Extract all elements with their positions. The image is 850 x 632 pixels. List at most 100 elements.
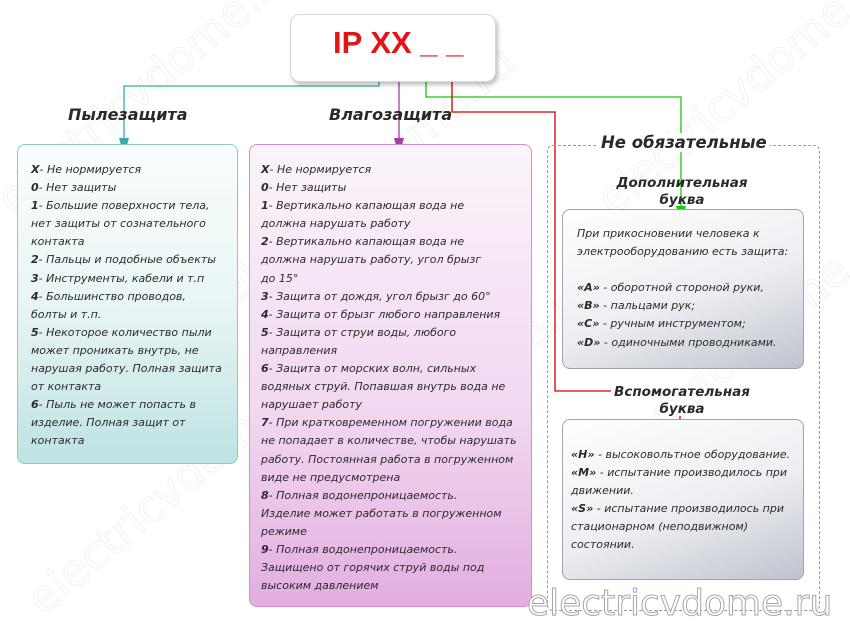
item-code: 0	[31, 181, 39, 195]
item-text-continued: болты и т.п.	[31, 307, 102, 321]
list-item: 5- Защита от струи воды, любого	[261, 324, 517, 342]
list-item: «D» - одиночными проводниками.	[577, 334, 788, 352]
list-item: 6- Защита от морских волн, сильных	[261, 360, 517, 378]
item-code: X	[261, 163, 270, 176]
item-code: 6	[31, 398, 39, 412]
list-item: «S» - испытание производилось при	[571, 500, 790, 518]
auxiliary-connector	[451, 66, 611, 392]
item-text-continued: Изделие может работать в погруженном	[261, 506, 502, 520]
item-text: - испытание производилось при	[596, 466, 788, 480]
item-code: «A»	[577, 281, 600, 295]
item-text-continued: высоким давлением	[261, 579, 379, 593]
list-item: 7- При кратковременном погружении вода	[261, 414, 517, 432]
item-code: «C»	[577, 317, 600, 331]
item-text: - Пальцы и подобные объекты	[38, 253, 216, 267]
item-text: - Полная водонепроницаемость.	[268, 542, 458, 556]
item-text: - Не нормируется	[39, 163, 142, 176]
item-text-continued: водяных струй. Попавшая внутрь вода не	[261, 380, 506, 394]
item-code: 6	[261, 362, 269, 376]
additional-heading-line: буква	[659, 192, 705, 208]
list-item: 6- Пыль не может попасть в	[31, 396, 222, 414]
item-text: - Вертикально капающая вода не	[268, 199, 465, 213]
item-text-continued: режиме	[261, 524, 307, 538]
optional-heading: Не обязательные	[598, 133, 770, 152]
auxiliary-heading-line: Вспомогательная	[614, 384, 750, 400]
item-text: - Защита от струи воды, любого	[268, 325, 457, 339]
item-code: 0	[261, 181, 269, 195]
additional-box: При прикосновении человека к электрообор…	[562, 209, 804, 369]
additional-heading-line: Дополнительная	[616, 175, 748, 191]
item-code: 7	[261, 416, 269, 430]
item-text: - При кратковременном погружении вода	[268, 416, 513, 430]
item-code: 5	[261, 325, 269, 339]
item-text: - Вертикально капающая вода не	[268, 235, 465, 249]
item-code: «M»	[571, 466, 597, 480]
item-text-continued: виде не предусмотрена	[261, 470, 401, 484]
auxiliary-list: «H» - высоковольтное оборудование. «M» - …	[571, 446, 790, 555]
item-code: 4	[31, 289, 39, 303]
item-text: - Полная водонепроницаемость.	[268, 488, 458, 502]
item-code: 8	[261, 488, 269, 502]
item-text-continued: нет защиты от сознательного	[31, 217, 206, 231]
item-code: 1	[31, 199, 39, 213]
item-text: - оборотной стороной руки,	[599, 281, 764, 295]
item-text-continued: должна нарушать работу	[261, 217, 411, 231]
item-text: - высоковольтное оборудование.	[594, 448, 791, 461]
list-item: 4- Большинство проводов,	[31, 288, 222, 306]
item-code: 3	[31, 271, 39, 285]
item-text: - Защита от брызг любого направления	[268, 307, 501, 321]
item-code: «B»	[577, 299, 600, 313]
item-text-continued: от контакта	[31, 380, 102, 394]
item-code: «S»	[571, 502, 594, 516]
dust-heading: Пылезащита	[68, 105, 188, 124]
item-code: 9	[261, 542, 269, 556]
item-text-continued: состоянии.	[571, 538, 635, 552]
item-text: - Большинство проводов,	[38, 289, 186, 303]
list-item: 5- Некоторое количество пыли	[31, 324, 222, 342]
item-text: - Не нормируется	[269, 163, 372, 176]
item-text-continued: нарушает работу	[261, 398, 363, 412]
item-text: - Некоторое количество пыли	[38, 325, 212, 339]
site-watermark: electricvdome.ru	[526, 583, 833, 625]
additional-intro: электрооборудованию есть защита:	[577, 245, 789, 259]
list-item: 0- Нет защиты	[261, 179, 517, 197]
item-code: 4	[261, 307, 269, 321]
list-item: 0- Нет защиты	[31, 179, 222, 197]
item-text: - пальцами рук;	[599, 299, 696, 313]
list-item: 1- Большие поверхности тела,	[31, 197, 222, 215]
item-text-continued: нарушая работу. Полная защита	[31, 362, 222, 376]
list-item: X- Не нормируется	[261, 161, 517, 179]
auxiliary-heading-line: буква	[659, 401, 705, 417]
item-text-continued: работу. Постоянная работа в погруженном	[261, 452, 514, 466]
list-item: «A» - оборотной стороной руки,	[577, 279, 788, 297]
item-code: «H»	[571, 448, 595, 461]
item-text-continued: направления	[261, 343, 338, 357]
item-text-continued: стационарном (неподвижном)	[571, 520, 749, 534]
auxiliary-heading: Вспомогательная буква	[602, 384, 762, 418]
item-text: - Нет защиты	[268, 181, 347, 195]
list-item: 4- Защита от брызг любого направления	[261, 306, 517, 324]
list-item: 3- Инструменты, кабели и т.п	[31, 270, 222, 288]
item-text: - Защита от дождя, угол брызг до 60°	[268, 289, 491, 303]
list-item: 2- Вертикально капающая вода не	[261, 233, 517, 251]
item-code: «D»	[577, 335, 601, 349]
list-item: X- Не нормируется	[31, 161, 222, 179]
item-text-continued: движении.	[571, 484, 634, 498]
item-code: 3	[261, 289, 269, 303]
list-item: «C» - ручным инструментом;	[577, 315, 788, 333]
list-item: «B» - пальцами рук;	[577, 297, 788, 315]
item-text-continued: может проникать внутрь, не	[31, 343, 199, 357]
item-code: 2	[31, 253, 39, 267]
list-item: «H» - высоковольтное оборудование.	[571, 446, 790, 464]
item-text: - Защита от морских волн, сильных	[268, 362, 477, 376]
list-item: 1- Вертикально капающая вода не	[261, 197, 517, 215]
item-text: - Большие поверхности тела,	[38, 199, 210, 213]
ip-code-box: IP XX _ _	[290, 14, 496, 82]
item-text: - испытание производилось при	[593, 502, 785, 516]
ip-code-title: IP XX _ _	[333, 25, 464, 60]
item-text-continued: изделие. Полная защит от	[31, 416, 186, 430]
